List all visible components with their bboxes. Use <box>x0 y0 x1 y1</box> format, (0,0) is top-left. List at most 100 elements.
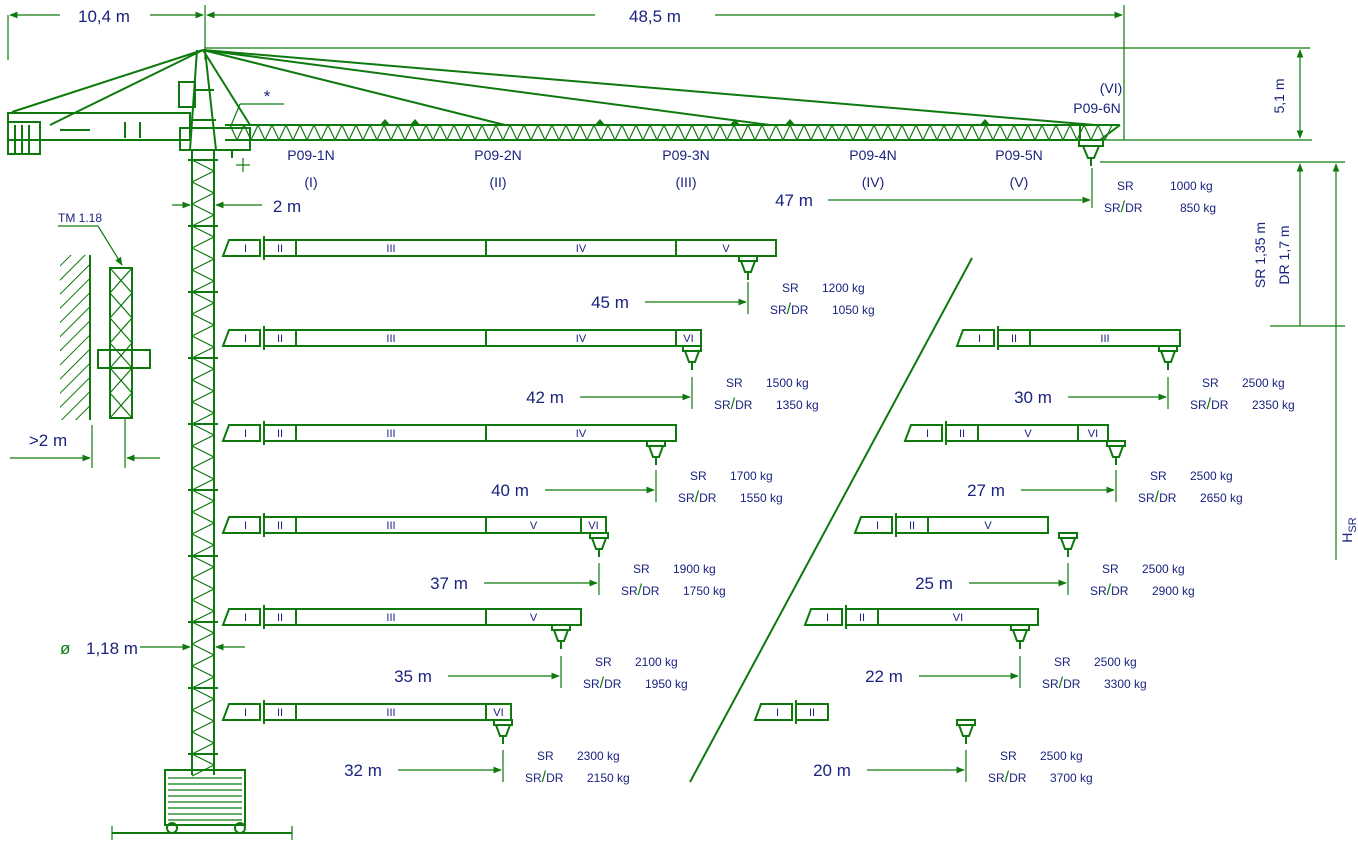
sr-label: SR <box>633 562 650 576</box>
srdr-label: SR/DR <box>678 489 717 506</box>
segment-VI: VI <box>588 520 598 532</box>
srdr-label: SR/DR <box>988 769 1027 786</box>
crane-head: * <box>7 49 1121 172</box>
counter-jib-dimension: 10,4 m <box>78 7 130 26</box>
section-code-6: P09-6N <box>1073 100 1120 116</box>
sr-load: 1200 kg <box>822 281 865 295</box>
section-code-5: P09-5N <box>995 147 1042 163</box>
srdr-label: SR/DR <box>621 582 660 599</box>
srdr-load: 3300 kg <box>1104 677 1147 691</box>
reach-label: 30 m <box>1014 388 1052 407</box>
reach-label: 20 m <box>813 761 851 780</box>
tie-mast-detail: TM 1.18 >2 m <box>10 211 160 468</box>
segment-VI: VI <box>683 333 693 345</box>
sr-label: SR <box>1150 469 1167 483</box>
main-tip-reach: 47 m SR 1000 kg SR/DR 850 kg <box>775 168 1216 216</box>
srdr-load: 2650 kg <box>1200 491 1243 505</box>
segment-II: II <box>959 428 965 440</box>
srdr-load: 3700 kg <box>1050 771 1093 785</box>
segment-IV: IV <box>576 243 587 255</box>
srdr-load: 1350 kg <box>776 398 819 412</box>
reach-label: 27 m <box>967 481 1005 500</box>
segment-I: I <box>244 243 247 255</box>
segment-V: V <box>722 243 730 255</box>
srdr-load: 1550 kg <box>740 491 783 505</box>
sr-load: 1900 kg <box>673 562 716 576</box>
wall-clearance-label: >2 m <box>29 431 67 450</box>
segment-V: V <box>530 612 538 624</box>
section-roman-2: (II) <box>489 174 506 190</box>
tip-srdr-load: 850 kg <box>1180 201 1216 215</box>
sr-load: 2100 kg <box>635 655 678 669</box>
sr-label: SR <box>595 655 612 669</box>
segment-II: II <box>277 707 283 719</box>
segment-IV: IV <box>576 333 587 345</box>
segment-III: III <box>386 707 395 719</box>
reach-label: 42 m <box>526 388 564 407</box>
srdr-label: SR/DR <box>1090 582 1129 599</box>
segment-II: II <box>277 612 283 624</box>
top-dimensions: 10,4 m 48,5 m <box>7 5 1125 140</box>
srdr-load: 1950 kg <box>645 677 688 691</box>
segment-II: II <box>909 520 915 532</box>
srdr-label: SR/DR <box>1138 489 1177 506</box>
sr-label: SR <box>1054 655 1071 669</box>
divider-line <box>689 257 973 783</box>
segment-I: I <box>244 333 247 345</box>
srdr-load: 2350 kg <box>1252 398 1295 412</box>
tip-sr-label: SR <box>1117 179 1134 193</box>
segment-III: III <box>386 243 395 255</box>
segment-VI: VI <box>493 707 503 719</box>
segment-I: I <box>826 612 829 624</box>
reach-label: 32 m <box>344 761 382 780</box>
sr-load: 2500 kg <box>1040 749 1083 763</box>
tower-mast <box>111 150 293 840</box>
tip-srdr-label: SR/DR <box>1104 199 1143 216</box>
sr-label: SR <box>690 469 707 483</box>
reach-label: 37 m <box>430 574 468 593</box>
dr-height-dimension: DR 1,7 m <box>1276 225 1292 284</box>
reach-label: 45 m <box>591 293 629 312</box>
segment-VI: VI <box>1088 428 1098 440</box>
section-code-4: P09-4N <box>849 147 896 163</box>
sr-height-dimension: SR 1,35 m <box>1252 222 1268 288</box>
segment-II: II <box>277 333 283 345</box>
hook-height-dimension: HSR <box>1339 517 1358 542</box>
sr-label: SR <box>1000 749 1017 763</box>
sr-load: 1700 kg <box>730 469 773 483</box>
srdr-label: SR/DR <box>525 769 564 786</box>
section-roman-3: (III) <box>676 174 697 190</box>
segment-I: I <box>244 520 247 532</box>
srdr-load: 1050 kg <box>832 303 875 317</box>
srdr-load: 2150 kg <box>587 771 630 785</box>
segment-II: II <box>277 243 283 255</box>
segment-I: I <box>776 707 779 719</box>
segment-I: I <box>876 520 879 532</box>
segment-III: III <box>1100 333 1109 345</box>
sr-label: SR <box>1202 376 1219 390</box>
section-roman-4: (IV) <box>862 174 885 190</box>
tip-reach-label: 47 m <box>775 191 813 210</box>
section-roman-1: (I) <box>304 174 317 190</box>
sr-load: 2500 kg <box>1242 376 1285 390</box>
srdr-load: 1750 kg <box>683 584 726 598</box>
tower-offset-dimension: 2 m <box>172 197 301 216</box>
srdr-label: SR/DR <box>714 396 753 413</box>
svg-text:1,18 m: 1,18 m <box>86 639 138 658</box>
sr-label: SR <box>726 376 743 390</box>
jib-section-labels: P09-1N(I)P09-2N(II)P09-3N(III)P09-4N(IV)… <box>287 80 1122 190</box>
sr-label: SR <box>782 281 799 295</box>
segment-I: I <box>244 428 247 440</box>
section-code-2: P09-2N <box>474 147 521 163</box>
reach-label: 25 m <box>915 574 953 593</box>
segment-III: III <box>386 333 395 345</box>
